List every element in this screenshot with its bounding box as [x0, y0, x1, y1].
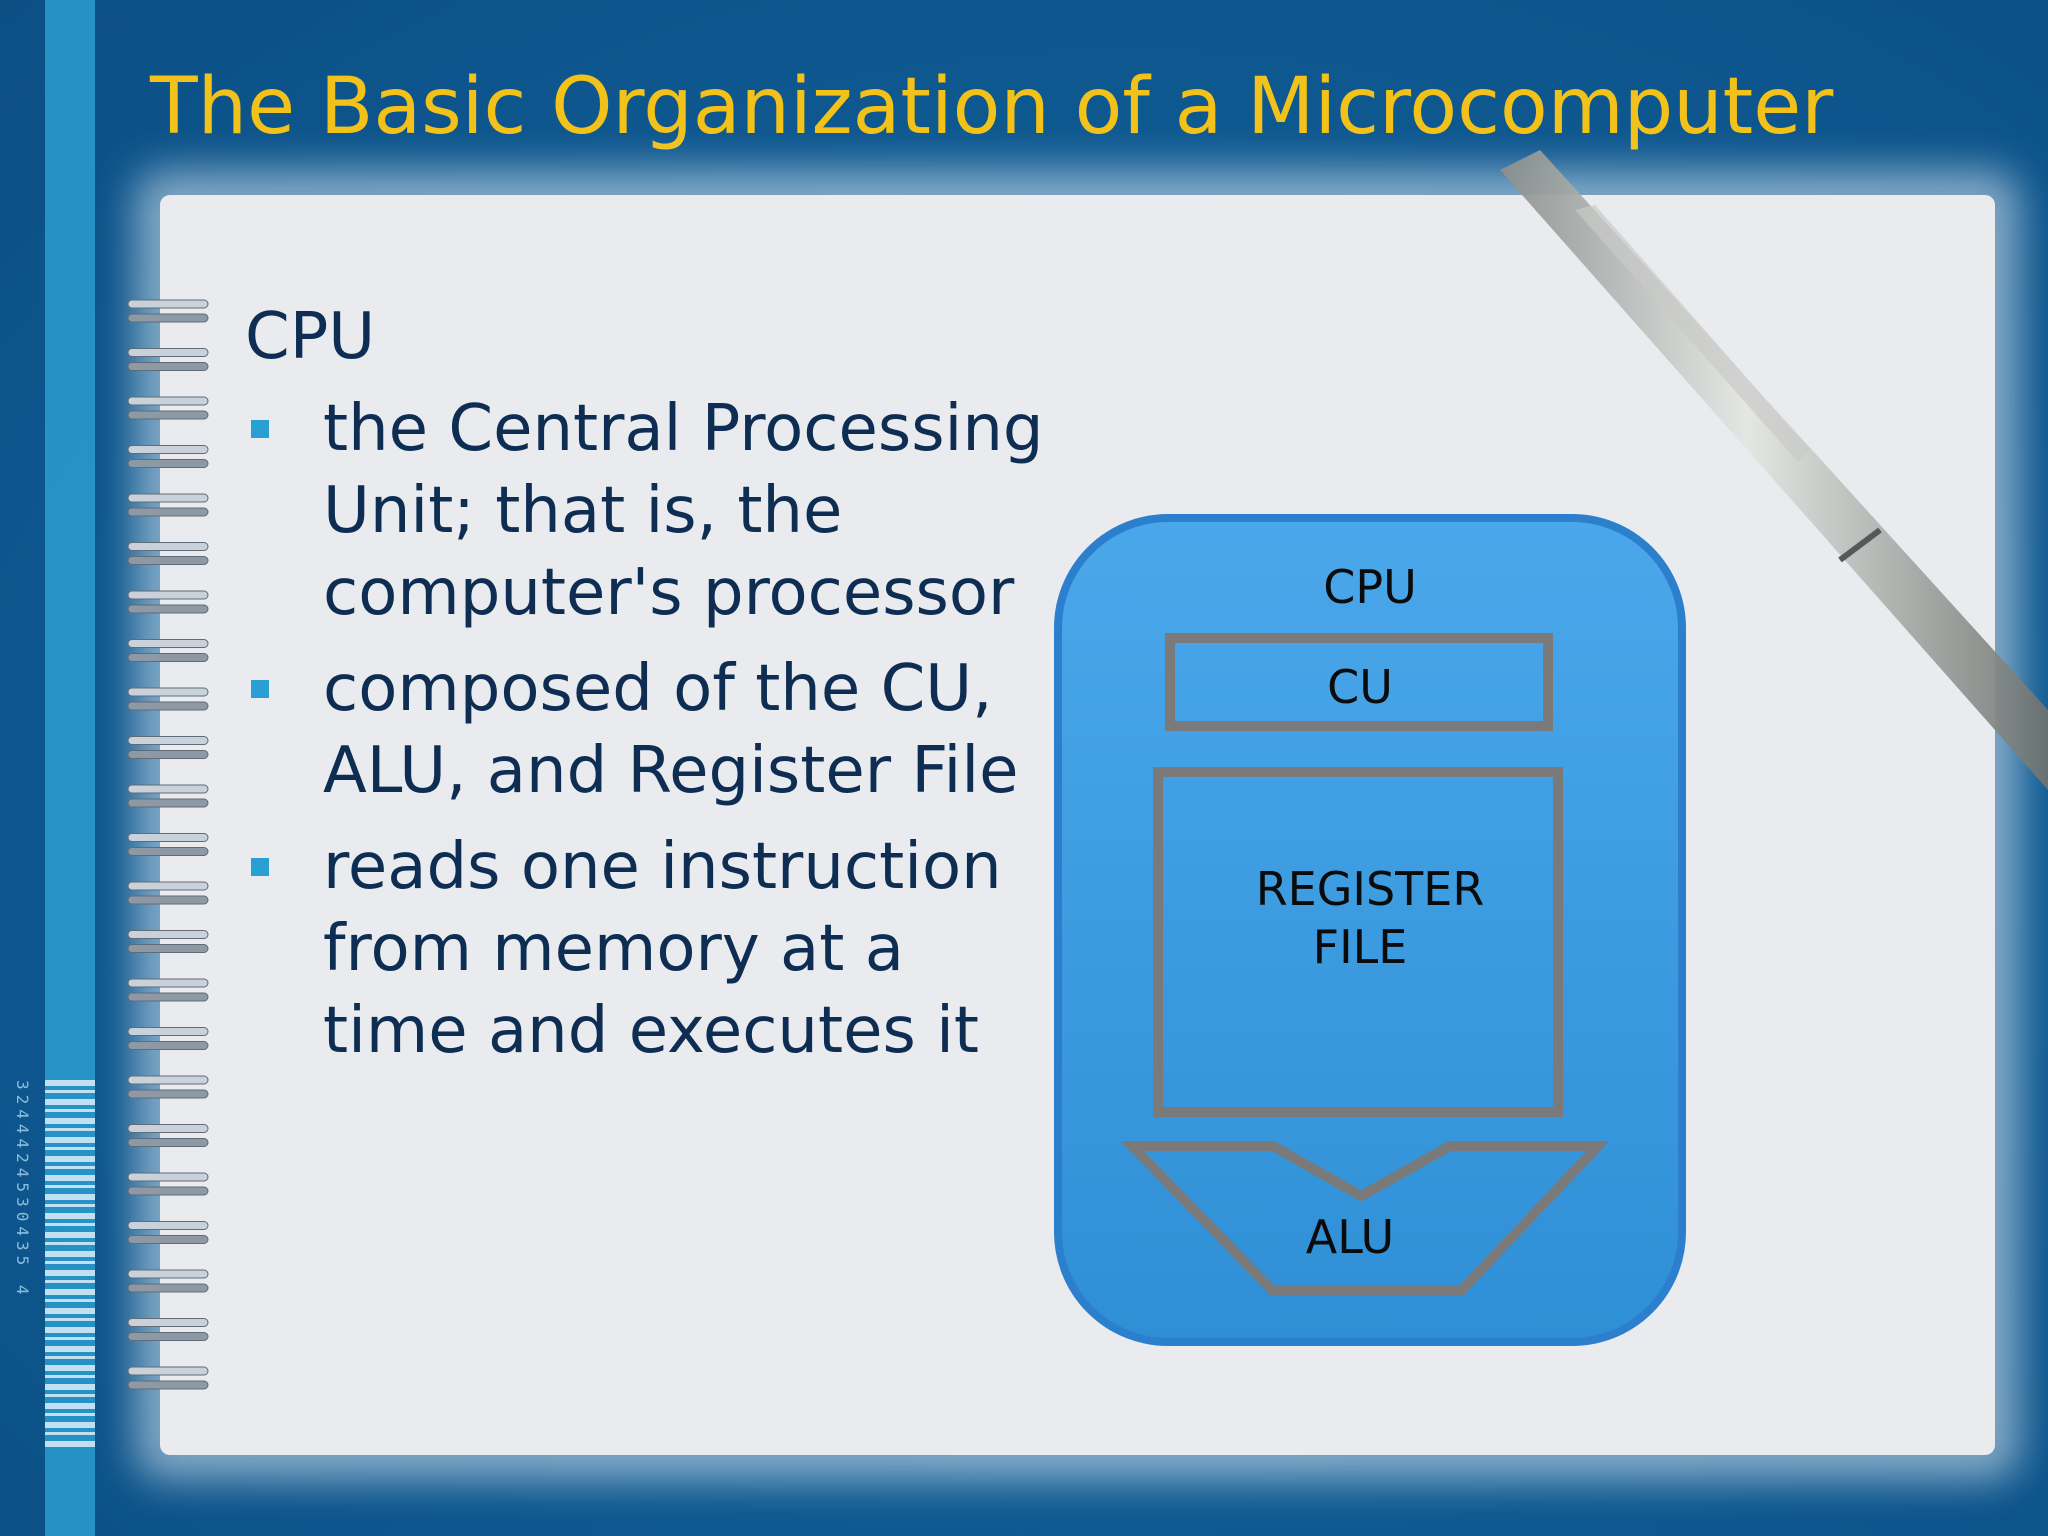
bullet-text: reads one instruction from memory at a t… — [323, 830, 1002, 1068]
barcode-decoration — [45, 1080, 95, 1450]
register-label-line2: FILE — [1312, 920, 1408, 974]
cpu-heading: CPU — [245, 300, 376, 374]
cu-block — [1165, 633, 1553, 731]
register-file-block — [1153, 767, 1563, 1117]
register-label-line1: REGISTER — [1255, 862, 1485, 916]
bullet-text: the Central Processing Unit; that is, th… — [323, 392, 1044, 630]
alu-block — [1120, 1141, 1610, 1295]
cu-label: CU — [1327, 660, 1393, 714]
bullet-item: reads one instruction from memory at a t… — [245, 826, 1045, 1072]
bullet-text: composed of the CU, ALU, and Register Fi… — [323, 652, 1019, 808]
square-bullet-icon — [251, 420, 269, 438]
cpu-diagram: CPU CU REGISTER FILE ALU — [1050, 510, 1690, 1350]
spiral-binding-icon — [127, 299, 209, 1390]
bullet-item: composed of the CU, ALU, and Register Fi… — [245, 648, 1045, 812]
pen-icon — [1500, 150, 2048, 790]
slide-title: The Basic Organization of a Microcompute… — [150, 62, 1834, 152]
square-bullet-icon — [251, 858, 269, 876]
bullet-item: the Central Processing Unit; that is, th… — [245, 388, 1045, 634]
barcode-digits: 3244424530435 4 — [13, 1080, 32, 1300]
bullet-content: CPU the Central Processing Unit; that is… — [245, 300, 1045, 1086]
cpu-label: CPU — [1323, 560, 1417, 614]
alu-label: ALU — [1305, 1210, 1395, 1264]
bullet-list: the Central Processing Unit; that is, th… — [245, 388, 1045, 1072]
square-bullet-icon — [251, 680, 269, 698]
